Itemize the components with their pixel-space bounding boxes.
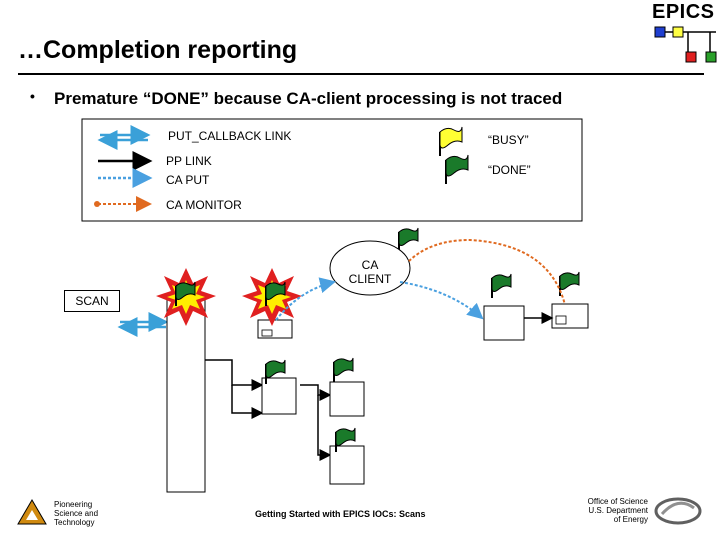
footer-left-line3: Technology <box>54 518 95 527</box>
doe-logo-icon <box>654 494 702 528</box>
remote-monitor-field <box>555 315 567 325</box>
ca-client-ellipse <box>329 240 411 296</box>
footer-right-line1: Office of Science <box>587 497 648 506</box>
legend-done-label: “DONE” <box>488 163 531 177</box>
ca-put-to-remote-arrow <box>399 281 484 320</box>
legend-done-flag-icon <box>445 154 469 184</box>
legend-put-callback-label: PUT_CALLBACK LINK <box>168 129 292 143</box>
flag-remote-record-2-icon <box>559 271 580 296</box>
legend-put-callback-arrow <box>97 125 151 150</box>
flag-ca-out-record-icon <box>265 281 286 306</box>
bullet-marker: • <box>30 88 35 104</box>
lower-record-box-1 <box>261 377 297 415</box>
flag-lower-record-2-icon <box>333 357 354 382</box>
flag-ca-client-icon <box>398 227 419 252</box>
legend-ca-monitor-label: CA MONITOR <box>166 198 242 212</box>
ca-put-to-client-arrow <box>275 277 336 321</box>
ca-output-link-field <box>261 329 273 337</box>
flag-lower-record-3-icon <box>335 427 356 452</box>
lower-record-box-3 <box>329 445 365 485</box>
scan-label-box: SCAN <box>64 290 120 312</box>
scan-put-callback-arrow <box>117 312 169 337</box>
remote-record-box-1 <box>483 305 525 341</box>
legend-ca-put-label: CA PUT <box>166 173 210 187</box>
legend-ca-monitor-arrow <box>94 196 152 212</box>
flag-remote-record-1-icon <box>491 273 512 298</box>
footer-right-text: Office of Science U.S. Department of Ene… <box>572 497 648 524</box>
page-title: …Completion reporting <box>18 36 298 64</box>
legend-pp-link-label: PP LINK <box>166 154 212 168</box>
legend-box <box>81 118 583 222</box>
flag-lower-record-1-icon <box>265 359 286 384</box>
footer-right-line2: U.S. Department <box>588 506 648 515</box>
footer-center-text: Getting Started with EPICS IOCs: Scans <box>255 509 426 519</box>
epics-logo-icon <box>654 26 717 63</box>
footer-left-text: Pioneering Science and Technology <box>54 500 98 527</box>
processing-burst-icon-1 <box>156 268 216 326</box>
bullet-text: Premature “DONE” because CA-client proce… <box>54 89 563 108</box>
legend-busy-label: “BUSY” <box>488 133 529 147</box>
legend-busy-flag-icon <box>439 126 463 156</box>
epics-logo-text: EPICS <box>652 1 715 23</box>
scan-record-box <box>166 299 206 493</box>
footer-left-line1: Pioneering <box>54 500 93 509</box>
flag-scan-record-busy-icon <box>175 281 196 306</box>
lower-record-box-2 <box>329 381 365 417</box>
ca-client-label: CA CLIENT <box>333 258 407 286</box>
footer-left-line2: Science and <box>54 509 99 518</box>
footer-right-line3: of Energy <box>613 515 648 524</box>
ca-client-label-line1: CA <box>361 258 379 272</box>
pp-link-lines <box>205 359 332 461</box>
ca-client-label-line2: CLIENT <box>348 272 392 286</box>
title-rule <box>18 73 704 75</box>
argonne-logo-icon <box>17 499 47 525</box>
